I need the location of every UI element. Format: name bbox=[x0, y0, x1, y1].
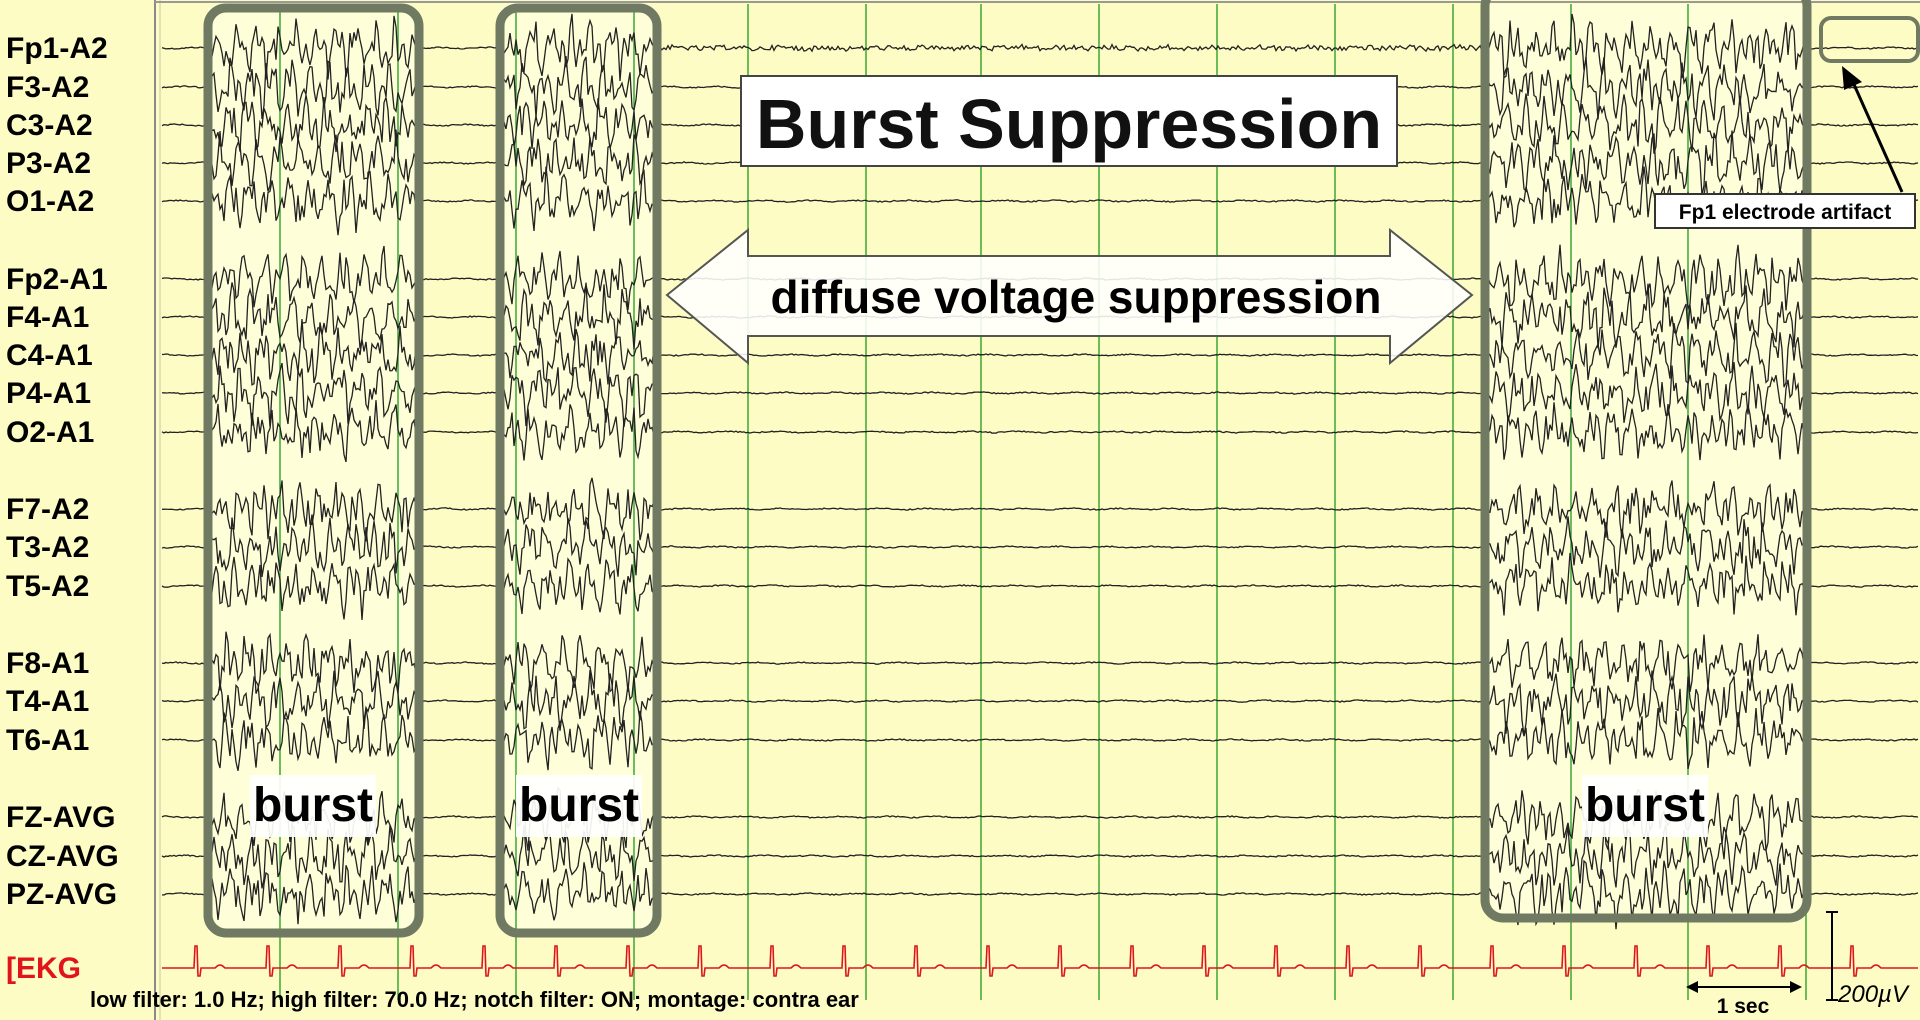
ekg-trace-group bbox=[162, 945, 1918, 977]
channel-label-t3-a2: T3-A2 bbox=[6, 531, 89, 564]
eeg-trace-c4-a1 bbox=[161, 319, 1919, 388]
eeg-trace-t3-a2 bbox=[161, 514, 1919, 578]
channel-label-fp2-a1: Fp2-A1 bbox=[6, 263, 108, 296]
eeg-trace-cz-avg bbox=[161, 823, 1919, 889]
ekg-label: [EKG bbox=[6, 952, 81, 985]
artifact-arrow-head bbox=[1842, 66, 1862, 90]
channel-label-f3-a2: F3-A2 bbox=[6, 71, 89, 104]
channel-label-cz-avg: CZ-AVG bbox=[6, 840, 119, 873]
eeg-trace-o1-a2 bbox=[161, 166, 1919, 236]
channel-labels: Fp1-A2F3-A2C3-A2P3-A2O1-A2Fp2-A1F4-A1C4-… bbox=[6, 32, 119, 985]
artifact-label-box: Fp1 electrode artifact bbox=[1654, 193, 1916, 229]
suppression-double-arrow: diffuse voltage suppression bbox=[665, 227, 1474, 366]
amplitude-scale-bar: 200µV bbox=[1826, 911, 1910, 1008]
eeg-trace-fp1-a2 bbox=[161, 13, 1918, 82]
channel-label-p3-a2: P3-A2 bbox=[6, 147, 91, 180]
burst-label-2: burst bbox=[519, 779, 639, 832]
channel-label-f4-a1: F4-A1 bbox=[6, 301, 89, 334]
channel-label-t5-a2: T5-A2 bbox=[6, 570, 89, 603]
artifact-label: Fp1 electrode artifact bbox=[1679, 201, 1891, 224]
burst-label-box-2: burst bbox=[516, 775, 642, 837]
channel-label-o2-a1: O2-A1 bbox=[6, 416, 94, 449]
channel-label-fp1-a2: Fp1-A2 bbox=[6, 32, 108, 65]
channel-label-t4-a1: T4-A1 bbox=[6, 685, 89, 718]
page-title: Burst Suppression bbox=[756, 85, 1382, 163]
channel-label-fz-avg: FZ-AVG bbox=[6, 801, 115, 834]
channel-label-o1-a2: O1-A2 bbox=[6, 185, 94, 218]
eeg-trace-o2-a1 bbox=[161, 400, 1919, 463]
filter-info: low filter: 1.0 Hz; high filter: 70.0 Hz… bbox=[90, 987, 859, 1012]
burst-label-1: burst bbox=[253, 779, 373, 832]
burst-box-3 bbox=[1480, 0, 1812, 923]
amplitude-scale-label: 200µV bbox=[1837, 981, 1910, 1008]
suppression-label: diffuse voltage suppression bbox=[771, 271, 1382, 323]
title-box: Burst Suppression bbox=[740, 75, 1398, 167]
eeg-trace-f7-a2 bbox=[161, 477, 1919, 542]
time-scale-bar: 1 sec bbox=[1686, 981, 1802, 1018]
eeg-trace-t6-a1 bbox=[161, 707, 1919, 771]
channel-label-t6-a1: T6-A1 bbox=[6, 724, 89, 757]
artifact-region-box bbox=[1819, 16, 1920, 63]
eeg-trace-f8-a1 bbox=[161, 631, 1919, 694]
channel-label-p4-a1: P4-A1 bbox=[6, 377, 91, 410]
channel-label-pz-avg: PZ-AVG bbox=[6, 878, 117, 911]
time-scale-label: 1 sec bbox=[1717, 995, 1770, 1018]
burst-box-1 bbox=[203, 3, 424, 938]
artifact-arrow-line bbox=[1850, 79, 1904, 193]
burst-label-box-3: burst bbox=[1582, 775, 1708, 837]
eeg-trace-p4-a1 bbox=[161, 362, 1919, 427]
channel-label-f8-a1: F8-A1 bbox=[6, 647, 89, 680]
eeg-trace-t5-a2 bbox=[161, 552, 1918, 620]
eeg-trace-pz-avg bbox=[161, 859, 1919, 930]
burst-box-2 bbox=[495, 3, 662, 938]
burst-label-3: burst bbox=[1585, 779, 1705, 832]
channel-label-c4-a1: C4-A1 bbox=[6, 339, 93, 372]
channel-label-c3-a2: C3-A2 bbox=[6, 109, 93, 142]
burst-label-box-1: burst bbox=[250, 775, 376, 837]
eeg-trace-fz-avg bbox=[161, 786, 1919, 851]
eeg-trace-t4-a1 bbox=[161, 670, 1919, 736]
ekg-trace bbox=[162, 945, 1918, 977]
channel-label-f7-a2: F7-A2 bbox=[6, 493, 89, 526]
